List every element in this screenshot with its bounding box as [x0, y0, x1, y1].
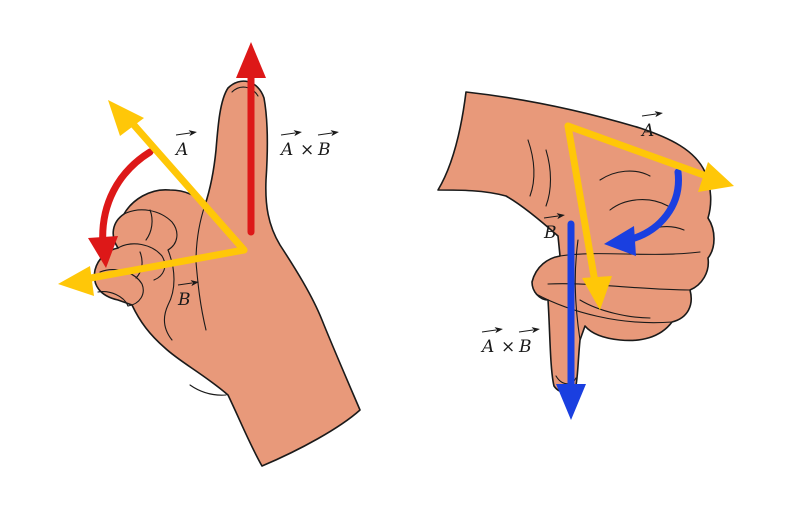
- right-label-cross-a-arrow: [481, 327, 503, 334]
- left-wrist-crease: [189, 384, 227, 396]
- left-palm-crease: [163, 249, 175, 341]
- right-knuckle-1: [599, 170, 651, 181]
- right-label-a-arrow: [641, 111, 663, 118]
- right-label-cross-b-arrow: [518, 327, 540, 334]
- left-hand-palm: [93, 80, 361, 467]
- right-vector-a-head: [698, 162, 734, 192]
- left-thumbnail: [231, 86, 259, 97]
- right-thumbnail: [555, 375, 577, 385]
- right-rotation-arrow: [624, 168, 682, 244]
- left-finger-1: [123, 209, 178, 251]
- right-label-b-arrow: [543, 213, 565, 220]
- right-finger-2: [547, 283, 691, 291]
- right-label-b: B: [543, 223, 557, 243]
- left-vector-b-head: [58, 266, 94, 296]
- left-label-a: A: [174, 140, 188, 160]
- right-label-cross-b: B: [518, 337, 532, 357]
- left-vector-a-head: [108, 100, 144, 136]
- left-rotation-arrow: [99, 148, 154, 250]
- left-thumb-crease-2: [195, 261, 207, 331]
- left-vector-b: [76, 246, 248, 284]
- right-label-cross-a: A: [480, 337, 494, 357]
- right-label-a: A: [640, 121, 654, 141]
- left-rotation-arrowhead: [88, 236, 118, 268]
- left-finger-2: [117, 243, 166, 281]
- left-hand: A B A × B: [58, 42, 361, 467]
- right-label-cross-x: ×: [501, 337, 515, 357]
- right-vector-b: [564, 122, 600, 292]
- left-label-cross-a-arrow: [280, 130, 302, 137]
- left-label-cross-b-arrow: [317, 130, 339, 137]
- left-knuckle-1: [145, 209, 153, 241]
- right-vector-b-head: [582, 276, 612, 310]
- right-vector-axb-head: [556, 384, 586, 420]
- right-finger-3: [535, 293, 673, 324]
- left-finger-4: [97, 291, 129, 307]
- right-finger-4: [579, 299, 651, 319]
- left-label-cross-x: ×: [300, 140, 314, 160]
- right-tendon-2: [545, 149, 552, 207]
- left-label-cross-b: B: [317, 140, 331, 160]
- right-tendon-1: [527, 139, 535, 197]
- left-label-b: B: [177, 290, 191, 310]
- right-knuckle-2: [609, 199, 669, 211]
- left-finger-3: [99, 269, 144, 307]
- left-label-cross-a: A: [279, 140, 293, 160]
- left-vector-axb-head: [236, 42, 266, 78]
- left-label-b-arrow: [177, 280, 199, 287]
- right-vector-a: [564, 122, 716, 182]
- left-vector-a: [122, 112, 248, 254]
- right-thumb-crease: [574, 239, 581, 341]
- right-rotation-arrowhead: [604, 226, 636, 256]
- right-hand-back: [437, 91, 715, 394]
- left-label-a-arrow: [175, 130, 197, 137]
- right-hand: A B A × B: [437, 91, 734, 420]
